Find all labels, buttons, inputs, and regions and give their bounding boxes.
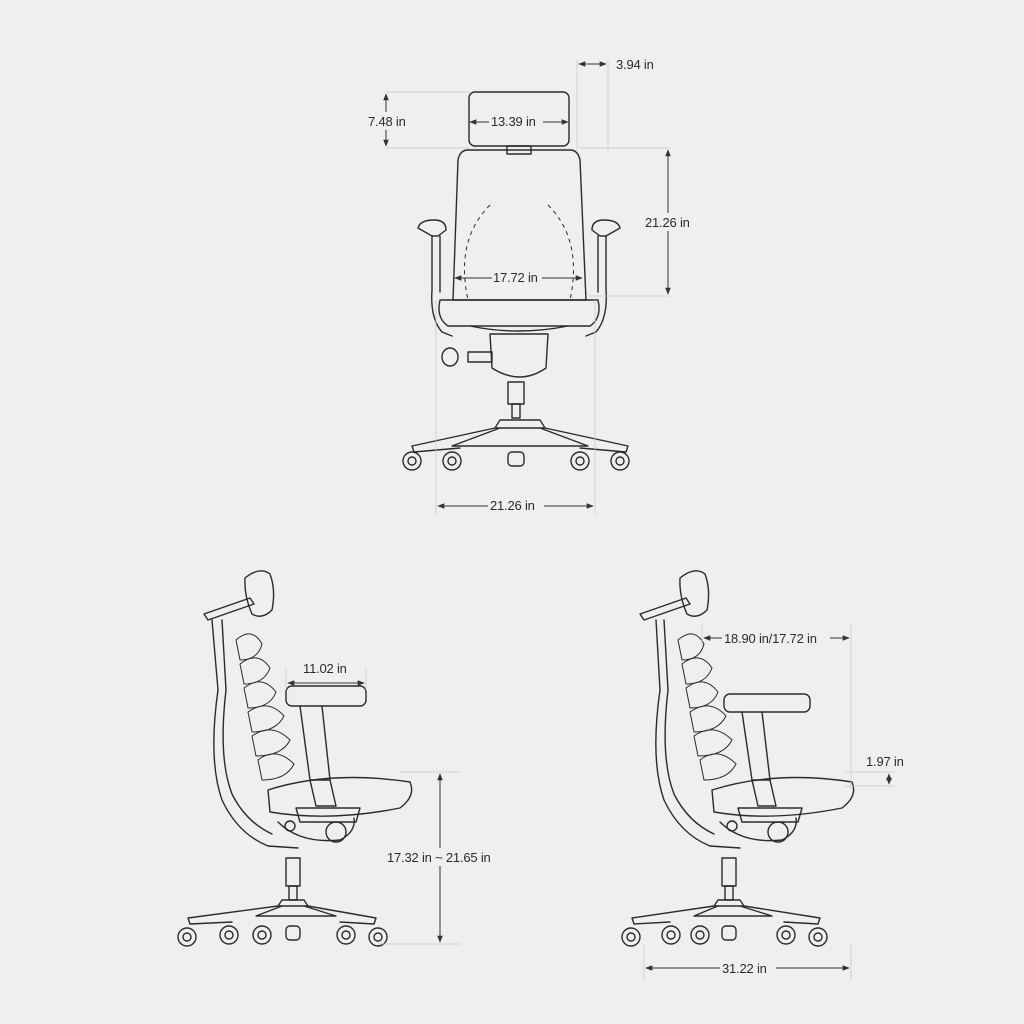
base-width-label: 21.26 in	[490, 498, 535, 513]
armrest-length-label: 11.02 in	[303, 661, 347, 676]
seat-width-label: 17.72 in	[493, 270, 538, 285]
side-view-left-chair	[177, 570, 413, 947]
headrest-width-label: 13.39 in	[491, 114, 536, 129]
seat-depth-label: 18.90 in/17.72 in	[724, 631, 817, 646]
headrest-depth-label: 3.94 in	[616, 57, 654, 72]
seat-height-label: 17.32 in ~ 21.65 in	[387, 850, 491, 865]
side-right-guides	[643, 624, 895, 980]
front-view-chair	[402, 91, 630, 471]
dimension-labels: 3.94 in 7.48 in 13.39 in 21.26 in 17.72 …	[303, 57, 904, 977]
front-guides	[386, 60, 670, 514]
side-left-guides	[285, 668, 460, 945]
backrest-height-label: 21.26 in	[645, 215, 690, 230]
seat-slide-label: 1.97 in	[866, 754, 904, 769]
dimension-lines	[287, 61, 892, 971]
side-view-right-chair	[621, 570, 855, 947]
headrest-height-label: 7.48 in	[368, 114, 406, 129]
base-depth-label: 31.22 in	[722, 961, 767, 976]
